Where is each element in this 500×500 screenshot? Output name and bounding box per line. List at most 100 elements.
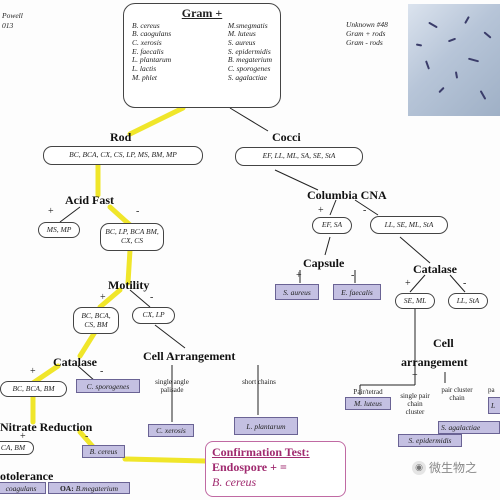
result-c-sporogenes: C. sporogenes: [76, 379, 140, 393]
result-e-faecalis: E. faecalis: [333, 284, 381, 300]
result-c-xerosis: C. xerosis: [148, 424, 194, 437]
species-item: B. megaterium: [227, 55, 272, 65]
nitrate-plus: +: [20, 431, 26, 442]
path-motility-pos: [97, 287, 123, 310]
catalase-right-heading: Catalase: [413, 262, 457, 276]
cell-arrangement-right-option-3: pair cluster chain: [441, 386, 473, 403]
cell-arrangement-left-option-2: short chains: [242, 378, 276, 386]
columbia-positive-box: EF, SA: [312, 217, 352, 234]
species-item: M. phlet: [132, 72, 157, 82]
confirmation-line: Endospore + =: [212, 460, 287, 474]
cell-arrangement-right-heading-2: arrangement: [401, 355, 468, 369]
species-item: E. faecalis: [132, 46, 164, 56]
capsule-plus: +: [296, 270, 302, 281]
species-item: C. sporogenes: [227, 63, 271, 73]
path-catalase-pos: [30, 363, 61, 386]
columbia-negative-box: LL, SE, ML, StA: [370, 216, 448, 234]
nitrate-reduction-heading: Nitrate Reduction: [0, 420, 93, 434]
motility-heading: Motility: [108, 278, 150, 292]
motility-minus: -: [150, 292, 154, 303]
motility-negative-box: CX, LP: [132, 307, 175, 324]
catalase-left-plus: +: [30, 366, 36, 377]
result-m-luteus: M. luteus: [345, 397, 391, 410]
acid-fast-minus: -: [136, 206, 140, 217]
result-truncated: L: [488, 397, 500, 414]
oa-prefix: OA:: [59, 483, 74, 493]
unknown-note-line: Gram + rods: [346, 29, 386, 38]
confirmation-title: Confirmation Test:: [212, 445, 310, 459]
motility-plus: +: [100, 292, 106, 303]
species-item: S. agalactiae: [227, 72, 267, 82]
catalase-left-minus: -: [100, 366, 104, 377]
path-bcereus-confirm: [122, 456, 208, 464]
catalase-left-heading: Catalase: [53, 355, 97, 369]
author-year: 013: [2, 21, 14, 30]
rod-group-box: BC, BCA, CX, CS, LP, MS, BM, MP: [43, 146, 203, 165]
species-item: S. epidermidis: [227, 46, 271, 56]
cell-arrangement-left-heading: Cell Arrangement: [143, 349, 236, 363]
species-item: M. luteus: [227, 29, 256, 39]
root-title: Gram +: [181, 6, 223, 20]
osmotolerance-heading: otolerance: [0, 469, 54, 483]
path-pos-catalase: [77, 329, 98, 359]
unknown-note-line: Unknown #48: [346, 20, 388, 29]
species-item: L. plantarum: [132, 55, 172, 65]
columbia-plus: +: [318, 205, 324, 216]
result-b-megaterium: OA: B.megaterium: [48, 482, 130, 494]
path-acidfast-neg: [107, 204, 133, 228]
wechat-icon: ◉: [412, 460, 426, 475]
capsule-minus: -: [351, 270, 355, 281]
catalase-left-positive-box: BC, BCA, BM: [0, 381, 67, 397]
acid-fast-heading: Acid Fast: [65, 193, 114, 207]
cell-arrangement-right-option-2: single pair chain cluster: [400, 392, 430, 417]
species-item: M.smegmatis: [227, 20, 268, 30]
rod-heading: Rod: [110, 130, 132, 144]
columbia-cna-heading: Columbia CNA: [307, 188, 387, 202]
watermark-text: 微生物之: [429, 461, 478, 475]
species-item: C. xerosis: [132, 38, 162, 48]
acid-fast-positive-box: MS, MP: [38, 222, 80, 238]
acid-fast-plus: +: [48, 206, 54, 217]
confirmation-test-box: Confirmation Test: Endospore + = B. cere…: [205, 441, 346, 497]
path-root-rod: [127, 105, 186, 137]
cell-arrangement-right-option-4: pa: [488, 386, 495, 394]
result-s-agalactiae: S. agalactiae: [438, 421, 500, 434]
species-item: B. caogulans: [132, 29, 172, 39]
path-neg-motility: [125, 247, 133, 286]
cell-arrangement-right-plus: +: [412, 370, 418, 381]
acid-fast-negative-box: BC, LP, BCA BM, CX, CS: [100, 223, 164, 251]
root-left-list: B. cereus B. caogulans C. xerosis E. fae…: [132, 20, 172, 82]
oa-result: B.megaterium: [75, 483, 119, 493]
unknown-note-line: Gram - rods: [346, 38, 383, 47]
catalase-right-positive-box: SE, ML: [395, 293, 435, 309]
root-right-list: M.smegmatis M. luteus S. aureus S. epide…: [227, 20, 272, 82]
microscope-photo: [408, 4, 500, 116]
author-name: Powell: [2, 11, 23, 20]
result-s-epidermidis: S. epidermidis: [398, 434, 462, 447]
watermark: ◉ 微生物之: [412, 459, 477, 476]
motility-positive-box: BC, BCA, CS, BM: [73, 307, 119, 334]
cell-arrangement-right-option-1: Pair/tetrad: [353, 388, 383, 396]
result-b-cereus: B. cereus: [82, 445, 125, 458]
result-s-aureus: S. aureus: [275, 284, 319, 300]
result-l-plantarum: L. plantarum: [234, 417, 298, 435]
species-item: B. cereus: [132, 20, 160, 30]
unknown-note: Unknown #48 Gram + rods Gram - rods: [346, 20, 388, 47]
cocci-heading: Cocci: [272, 130, 301, 144]
confirmation-result: B. cereus: [212, 475, 257, 489]
nitrate-positive-box: CA, BM: [0, 441, 34, 455]
columbia-minus: -: [363, 205, 367, 216]
catalase-right-minus: -: [463, 278, 467, 289]
cocci-group-box: EF, LL, ML, SA, SE, StA: [235, 147, 363, 166]
catalase-right-negative-box: LL, StA: [448, 293, 488, 309]
species-item: L. lactis: [132, 63, 157, 73]
capsule-heading: Capsule: [303, 256, 345, 270]
cell-arrangement-left-option-1: single angle palisade: [155, 378, 189, 395]
catalase-right-plus: +: [405, 278, 411, 289]
root-gram-positive-box: Gram + B. cereus B. caogulans C. xerosis…: [123, 3, 281, 108]
cell-arrangement-right-heading-1: Cell: [433, 336, 454, 350]
result-b-coagulans: coagulans: [0, 482, 46, 494]
nitrate-minus: -: [85, 431, 89, 442]
